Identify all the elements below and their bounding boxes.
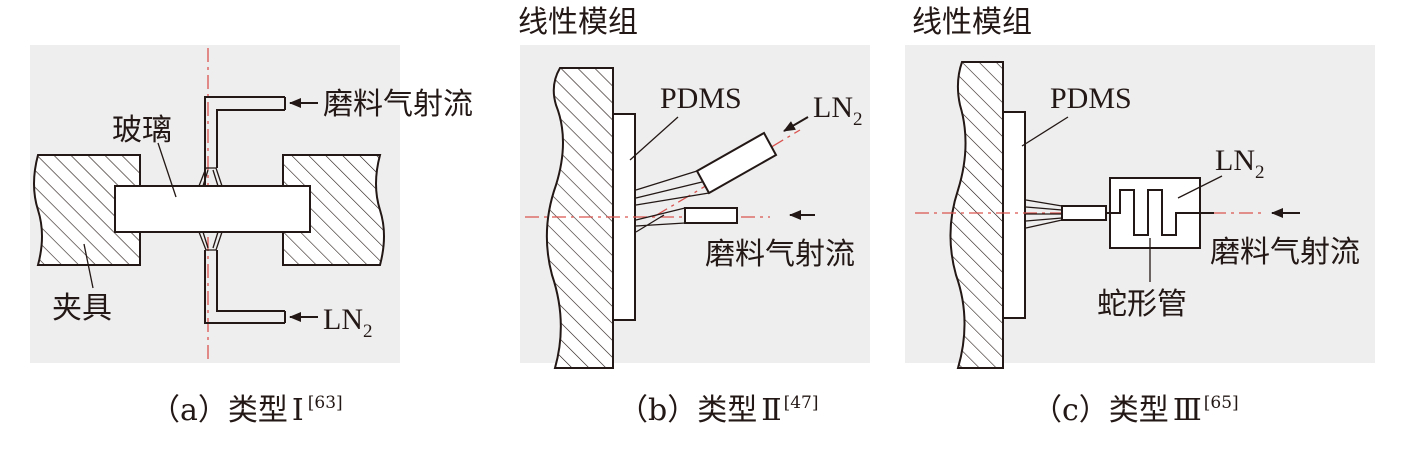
ln2-nozzle-b [695, 131, 778, 195]
label-pdms-c: PDMS [1050, 82, 1132, 115]
fixture-left [33, 154, 141, 266]
abrasive-jet-nozzle [204, 96, 286, 185]
spray-plume-c [1025, 199, 1063, 229]
ln2-nozzle-a [204, 250, 286, 324]
fixture-right [282, 154, 385, 266]
label-abrasive-jet-c: 磨料气射流 [1210, 235, 1360, 270]
label-linear-module-c: 线性模组 [912, 5, 1032, 40]
ln2-arrow-b [783, 116, 809, 132]
label-ln2-b: LN2 [813, 91, 863, 130]
label-abrasive-jet-b: 磨料气射流 [705, 237, 855, 272]
ln2-plume-bottom [198, 231, 223, 251]
pdms-block-c [1002, 111, 1026, 319]
abrasive-jet-nozzle-b [684, 207, 738, 224]
label-fixture: 夹具 [52, 291, 112, 326]
serpentine-tube [1106, 189, 1214, 236]
label-ln2-a: LN2 [323, 303, 373, 342]
ln2-leader-c [1177, 175, 1223, 199]
glass-plate [114, 185, 311, 233]
spray-plume-b [635, 170, 710, 233]
label-pdms-b: PDMS [660, 82, 742, 115]
label-abrasive-jet-a: 磨料气射流 [323, 87, 473, 122]
label-glass: 玻璃 [112, 113, 172, 148]
label-ln2-c: LN2 [1215, 144, 1265, 183]
pdms-leader-b [629, 116, 679, 161]
abrasive-jet-nozzle-c [1061, 205, 1107, 221]
label-serpentine-tube: 蛇形管 [1097, 287, 1187, 322]
glass-leader [157, 142, 177, 198]
jet-plume-top [198, 167, 223, 187]
fixture-leader [83, 243, 94, 289]
linear-module-b [545, 67, 614, 369]
label-linear-module-b: 线性模组 [518, 5, 638, 40]
linear-module-c [949, 61, 1004, 369]
pdms-leader-c [1021, 116, 1069, 147]
